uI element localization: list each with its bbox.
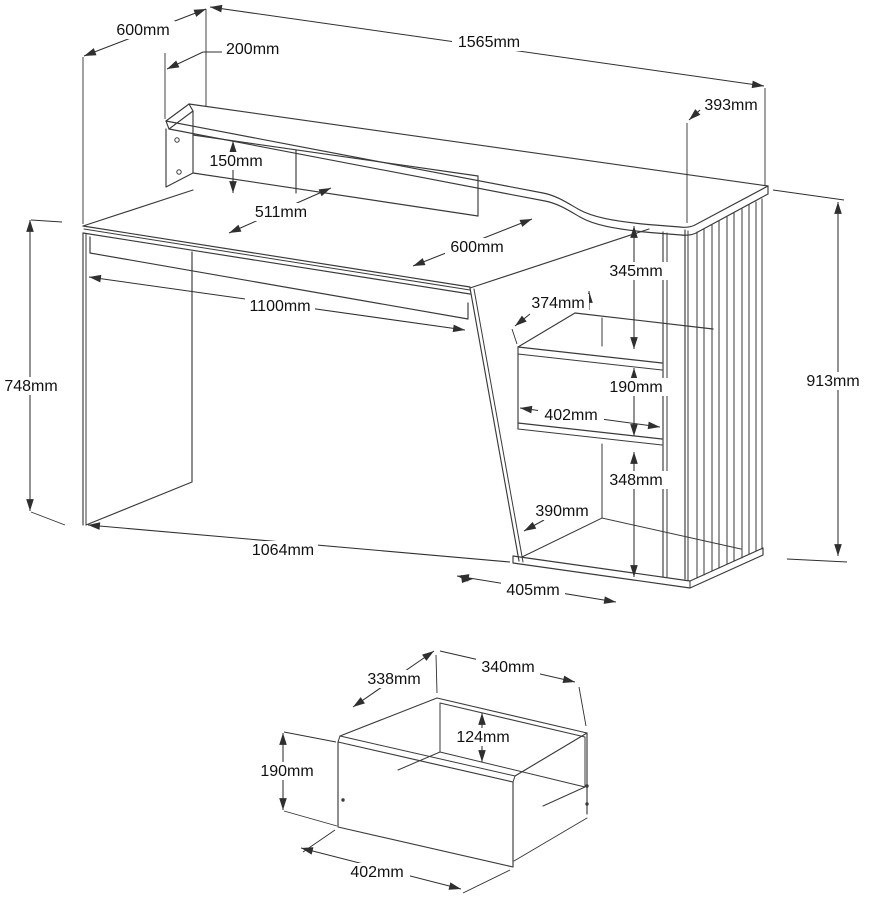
dim-width-overall: 1565mm [209, 4, 766, 186]
dim-label-upper-compartment-height: 345mm [609, 263, 662, 280]
drawer-box [337, 697, 589, 868]
dim-desktop-clear-depth: 511mm [228, 187, 332, 234]
dim-label-base-depth: 405mm [506, 582, 559, 599]
dim-drawer-front-height: 190mm [255, 731, 338, 827]
dim-label-riser-height: 150mm [209, 153, 262, 170]
dim-shelf-width: 402mm [519, 405, 661, 430]
slat-panel [696, 198, 763, 579]
dim-drawer-opening-height: 190mm [604, 368, 668, 436]
dim-label-drawer-opening-height: 190mm [609, 379, 662, 396]
dim-desktop-depth: 600mm [412, 218, 533, 267]
dim-drawer-inner-height: 124mm [451, 713, 515, 762]
dim-desk-height: 748mm [1, 219, 66, 526]
dim-label-riser-depth: 200mm [226, 41, 279, 58]
dim-shelf-depth: 374mm [511, 291, 593, 345]
riser-support-panel [165, 110, 479, 217]
dim-label-top-right-depth: 393mm [704, 97, 757, 114]
desk-main-view: 600mm 200mm 1565mm 393mm 15 [1, 4, 866, 604]
dim-label-depth-overall-top: 600mm [116, 22, 169, 39]
dim-drawer-front-width: 402mm [300, 829, 511, 894]
base-plinth [512, 517, 764, 589]
dimensions-drawer: 338mm 340mm 124mm 190mm [255, 650, 587, 894]
dim-label-drawer-side-depth: 340mm [481, 659, 534, 676]
dimensions-main: 600mm 200mm 1565mm 393mm 15 [1, 4, 866, 604]
dim-label-drawer-front-width: 402mm [350, 864, 403, 881]
dim-drawer-side-depth: 340mm [439, 650, 587, 727]
dim-depth-overall-top: 600mm [82, 8, 207, 224]
dim-label-drawer-front-height: 190mm [260, 763, 313, 780]
dim-top-right-depth: 393mm [686, 97, 758, 223]
dim-label-desk-height: 748mm [4, 378, 57, 395]
dim-label-lower-compartment-height: 348mm [609, 472, 662, 489]
dim-total-height: 913mm [772, 189, 866, 563]
dim-label-lower-opening-depth: 390mm [535, 503, 588, 520]
dim-desk-width: 1064mm [87, 522, 511, 563]
dim-drawer-back-width: 338mm [352, 650, 438, 708]
dim-lower-compartment-height: 348mm [604, 452, 668, 577]
riser-top-board [165, 103, 769, 236]
dim-label-desk-width: 1064mm [252, 542, 314, 559]
dim-base-depth: 405mm [456, 574, 617, 604]
dim-label-desktop-clear-depth: 511mm [255, 204, 307, 221]
dim-label-drawer-inner-height: 124mm [456, 729, 509, 746]
dim-label-shelf-depth: 374mm [531, 295, 584, 312]
dim-label-apron-width: 1100mm [249, 298, 310, 315]
dim-label-drawer-back-width: 338mm [367, 671, 420, 688]
dim-label-width-overall: 1565mm [458, 34, 520, 51]
dim-label-desktop-depth: 600mm [450, 239, 503, 256]
dim-riser-depth: 200mm [164, 41, 279, 119]
dim-label-shelf-width: 402mm [544, 407, 597, 424]
dim-upper-compartment-height: 345mm [604, 226, 668, 349]
dim-label-total-height: 913mm [806, 373, 859, 390]
drawer-detail-view: 338mm 340mm 124mm 190mm [255, 650, 589, 894]
dim-apron-width: 1100mm [88, 274, 466, 333]
left-side-panel [82, 232, 193, 526]
dim-riser-height: 150mm [204, 141, 267, 193]
dim-lower-opening-depth: 390mm [523, 502, 594, 532]
